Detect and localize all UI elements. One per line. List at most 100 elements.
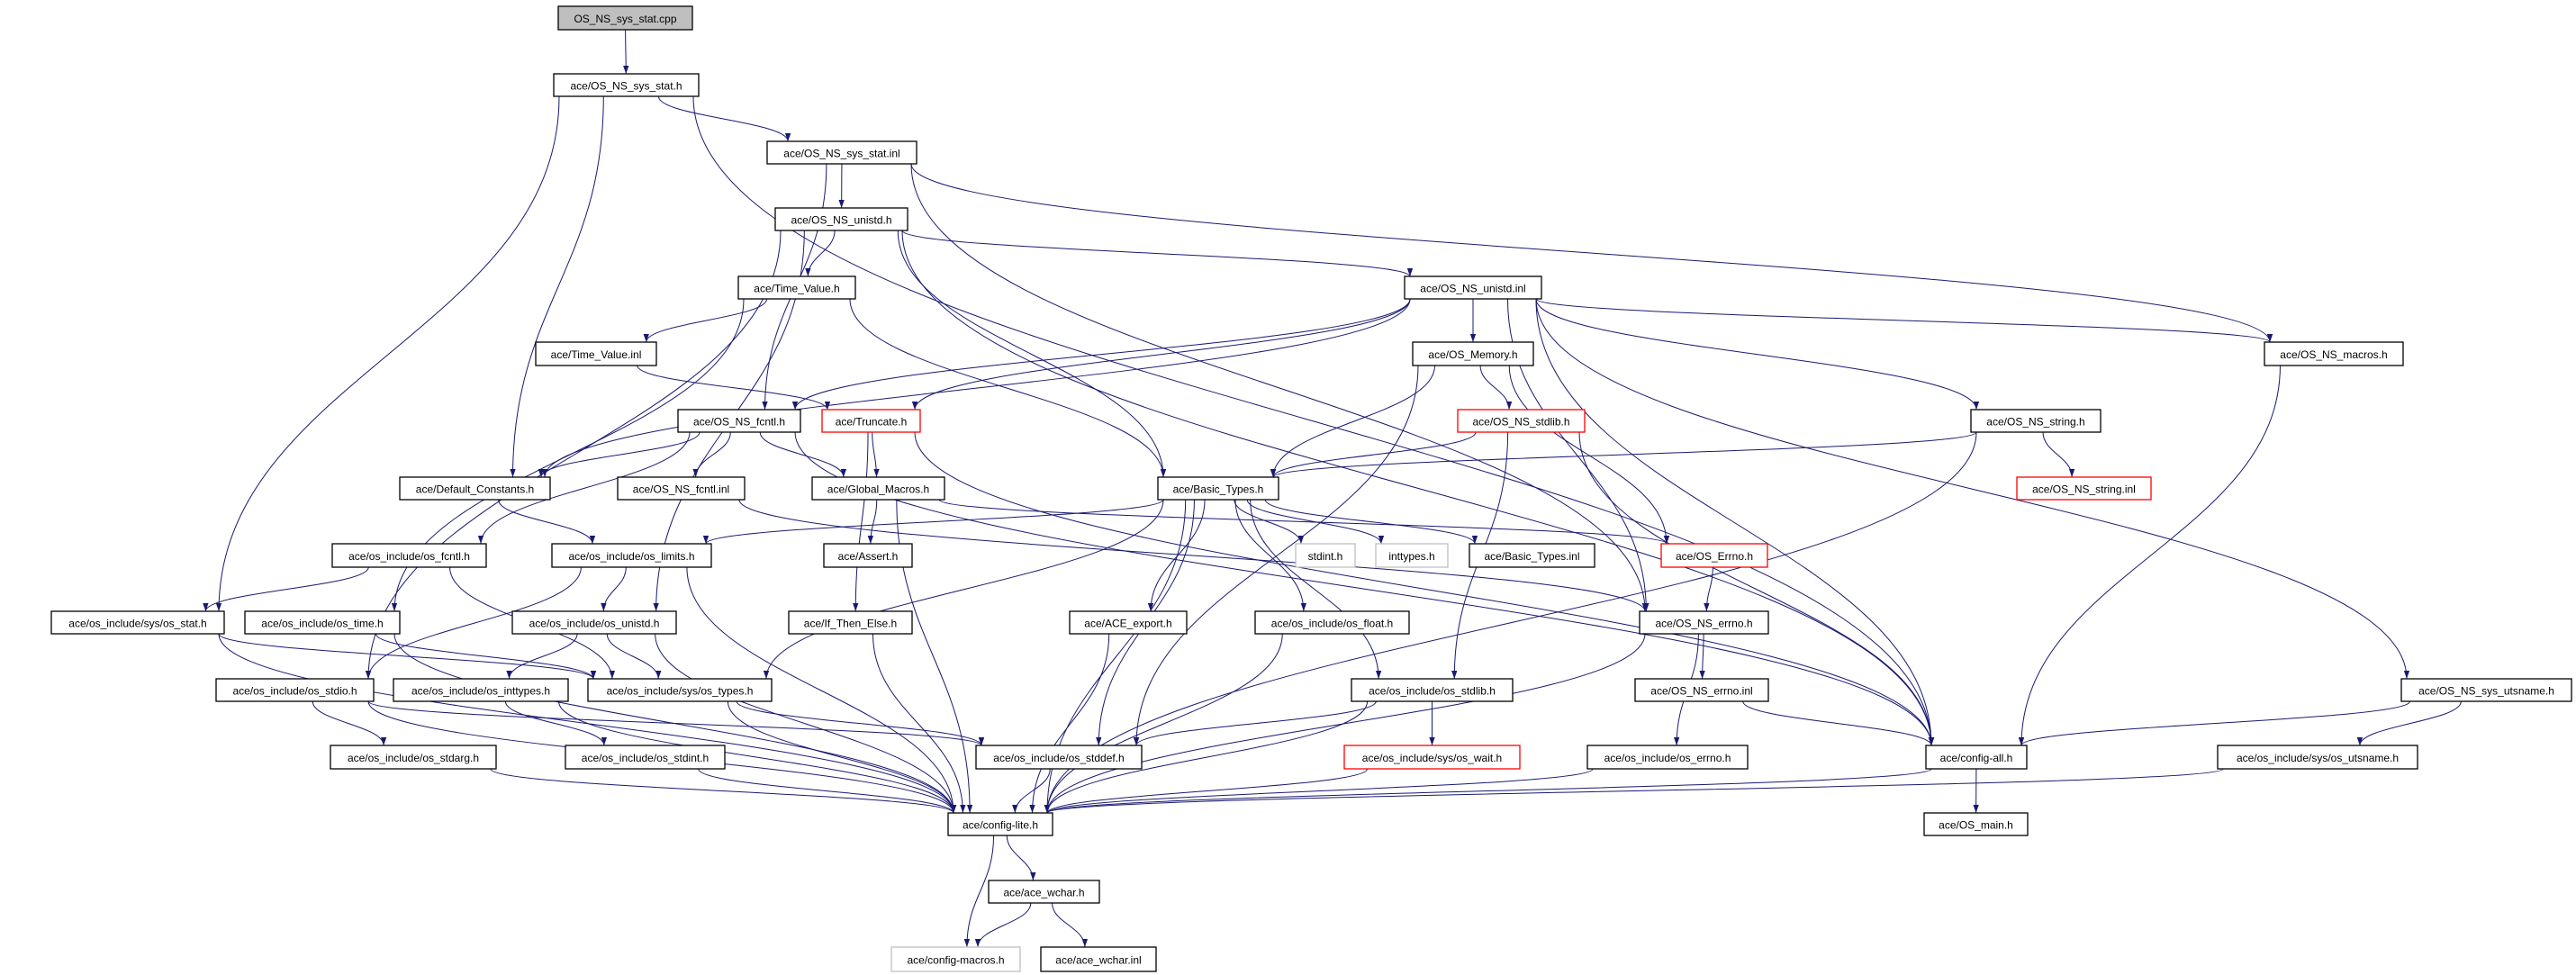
node-box[interactable] [1254,610,1410,635]
node-ace_wchar_h[interactable]: ace/ace_wchar.h [988,880,1100,904]
node-os_limits_h[interactable]: ace/os_include/os_limits.h [551,543,712,568]
node-sys_stat_inl[interactable]: ace/OS_NS_sys_stat.inl [766,140,917,165]
node-box[interactable] [988,880,1100,904]
node-os_ns_fcntl_inl[interactable]: ace/OS_NS_fcntl.inl [617,476,746,501]
node-stdint_h[interactable]: stdint.h [1295,543,1356,568]
node-unistd_h[interactable]: ace/OS_NS_unistd.h [774,207,908,231]
node-config_macros_h[interactable]: ace/config-macros.h [890,946,1021,972]
node-box[interactable] [511,610,677,635]
node-os_fcntl_h[interactable]: ace/os_include/os_fcntl.h [331,543,487,568]
node-box[interactable] [617,476,746,501]
node-assert_h[interactable]: ace/Assert.h [823,543,913,568]
node-basic_types_inl[interactable]: ace/Basic_Types.inl [1469,543,1595,568]
node-if_then_else_h[interactable]: ace/If_Then_Else.h [788,610,913,635]
node-box[interactable] [737,275,856,300]
node-box[interactable] [1634,678,1769,702]
node-box[interactable] [1660,543,1768,568]
node-time_value_inl[interactable]: ace/Time_Value.inl [535,341,657,366]
node-box[interactable] [1069,610,1188,635]
node-config_all_h[interactable]: ace/config-all.h [1925,745,2028,770]
node-os_ns_stdlib_h[interactable]: ace/OS_NS_stdlib.h [1457,409,1586,433]
node-default_constants_h[interactable]: ace/Default_Constants.h [399,476,551,501]
node-os_stdlib_h[interactable]: ace/os_include/os_stdlib.h [1351,678,1514,702]
node-sys_os_utsname_h[interactable]: ace/os_include/sys/os_utsname.h [2217,745,2418,770]
node-os_stdio_h[interactable]: ace/os_include/os_stdio.h [215,678,375,702]
node-sys_os_types_h[interactable]: ace/os_include/sys/os_types.h [587,678,773,702]
node-box[interactable] [565,745,726,770]
node-os_main_h[interactable]: ace/OS_main.h [1923,812,2029,836]
node-inttypes_h[interactable]: inttypes.h [1375,543,1449,568]
node-box[interactable] [677,409,801,433]
node-box[interactable] [1404,275,1542,300]
node-box[interactable] [2217,745,2418,770]
node-os_memory_h[interactable]: ace/OS_Memory.h [1412,341,1534,366]
node-config_lite_h[interactable]: ace/config-lite.h [947,812,1053,836]
node-box[interactable] [535,341,657,366]
node-box[interactable] [975,745,1143,770]
node-box[interactable] [1375,543,1449,568]
node-sys_os_stat_h[interactable]: ace/os_include/sys/os_stat.h [50,610,225,635]
node-box[interactable] [2400,678,2572,702]
node-basic_types_h[interactable]: ace/Basic_Types.h [1157,476,1279,501]
node-box[interactable] [821,409,921,433]
node-os_ns_errno_inl[interactable]: ace/OS_NS_errno.inl [1634,678,1769,702]
node-box[interactable] [1040,946,1157,972]
node-box[interactable] [1457,409,1586,433]
node-box[interactable] [393,678,569,702]
node-os_float_h[interactable]: ace/os_include/os_float.h [1254,610,1410,635]
node-os_errno_h[interactable]: ace/os_include/os_errno.h [1586,745,1749,770]
node-box[interactable] [947,812,1053,836]
node-box[interactable] [1469,543,1595,568]
node-os_stdint_h[interactable]: ace/os_include/os_stdint.h [565,745,726,770]
node-box[interactable] [890,946,1021,972]
node-box[interactable] [215,678,375,702]
node-box[interactable] [50,610,225,635]
node-box[interactable] [1586,745,1749,770]
node-os_ns_macros_h[interactable]: ace/OS_NS_macros.h [2264,341,2404,366]
node-os_unistd_h[interactable]: ace/os_include/os_unistd.h [511,610,677,635]
node-box[interactable] [399,476,551,501]
node-box[interactable] [1157,476,1279,501]
node-os_ns_string_h[interactable]: ace/OS_NS_string.h [1970,409,2101,433]
node-os_ns_fcntl_h[interactable]: ace/OS_NS_fcntl.h [677,409,801,433]
node-box[interactable] [551,543,712,568]
node-box[interactable] [2264,341,2404,366]
node-box[interactable] [1925,745,2028,770]
node-box[interactable] [811,476,945,501]
node-box[interactable] [2016,476,2152,501]
node-box[interactable] [1351,678,1514,702]
node-box[interactable] [331,543,487,568]
node-cpp[interactable]: OS_NS_sys_stat.cpp [557,5,693,31]
node-box[interactable] [788,610,913,635]
node-box[interactable] [774,207,908,231]
node-unistd_inl[interactable]: ace/OS_NS_unistd.inl [1404,275,1542,300]
node-ace_export_h[interactable]: ace/ACE_export.h [1069,610,1188,635]
node-os_ns_errno_h[interactable]: ace/OS_NS_errno.h [1639,610,1769,635]
node-os_inttypes_h[interactable]: ace/os_include/os_inttypes.h [393,678,569,702]
node-os_stdarg_h[interactable]: ace/os_include/os_stdarg.h [330,745,497,770]
node-box[interactable] [823,543,913,568]
node-box[interactable] [1923,812,2029,836]
node-box[interactable] [330,745,497,770]
node-box[interactable] [587,678,773,702]
node-sys_os_wait_h[interactable]: ace/os_include/sys/os_wait.h [1343,745,1521,770]
node-global_macros_h[interactable]: ace/Global_Macros.h [811,476,945,501]
node-box[interactable] [1343,745,1521,770]
node-box[interactable] [553,73,700,97]
node-box[interactable] [557,5,693,31]
node-sys_stat_h[interactable]: ace/OS_NS_sys_stat.h [553,73,700,97]
node-os_stddef_h[interactable]: ace/os_include/os_stddef.h [975,745,1143,770]
node-time_value_h[interactable]: ace/Time_Value.h [737,275,856,300]
node-box[interactable] [1412,341,1534,366]
node-box[interactable] [1970,409,2101,433]
node-os_ns_sys_utsname_h[interactable]: ace/OS_NS_sys_utsname.h [2400,678,2572,702]
node-ace_wchar_inl[interactable]: ace/ace_wchar.inl [1040,946,1157,972]
node-os_time_h[interactable]: ace/os_include/os_time.h [244,610,401,635]
node-box[interactable] [1295,543,1356,568]
node-os_errno_cap_h[interactable]: ace/OS_Errno.h [1660,543,1768,568]
node-truncate_h[interactable]: ace/Truncate.h [821,409,921,433]
node-os_ns_string_inl[interactable]: ace/OS_NS_string.inl [2016,476,2152,501]
node-box[interactable] [1639,610,1769,635]
node-box[interactable] [766,140,917,165]
node-box[interactable] [244,610,401,635]
